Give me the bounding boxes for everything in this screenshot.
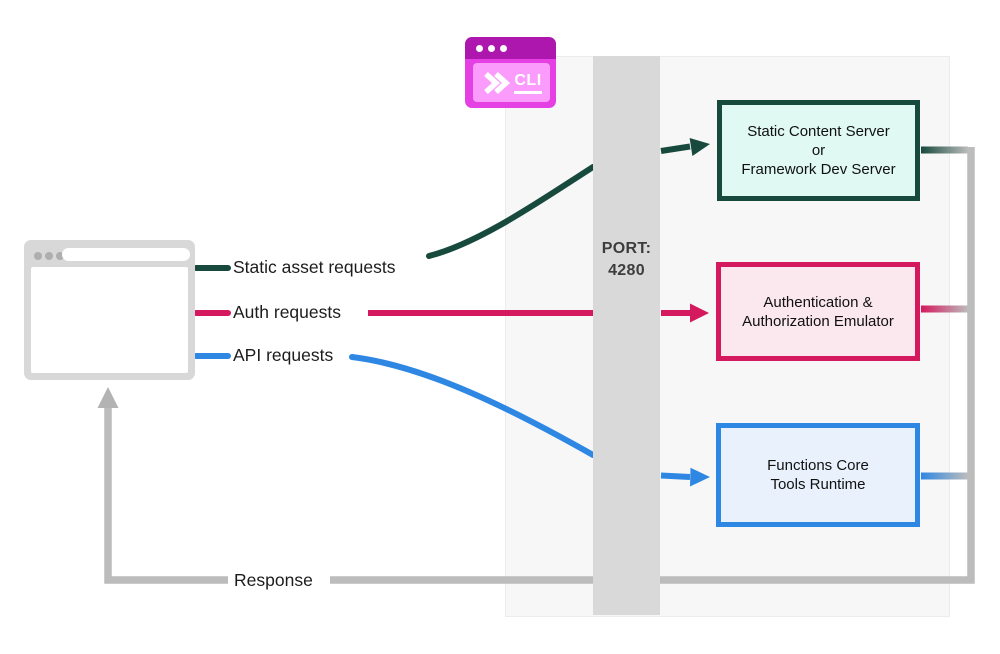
auth-requests-label: Auth requests [233,302,341,323]
response-arrowhead-icon [97,387,119,408]
port-bar: PORT: 4280 [593,56,660,615]
browser-icon [24,240,195,380]
window-dot-icon [56,252,64,260]
auth-arrowhead-icon [690,303,709,323]
auth-emulator-box: Authentication & Authorization Emulator [716,262,920,361]
cli-icon: CLI [465,37,556,108]
static-asset-arrowhead-icon [689,138,710,156]
functions-runtime-line2: Tools Runtime [770,476,866,493]
response-label: Response [234,570,313,591]
auth-emulator-line1: Authentication & [763,293,873,311]
api-requests-label: API requests [233,345,334,366]
port-label-line2: 4280 [608,262,645,279]
window-dot-icon [488,44,495,52]
auth-line [193,303,709,323]
static-asset-line [193,138,710,271]
window-dot-icon [476,44,483,52]
static-content-server-box: Static Content Server or Framework Dev S… [717,100,920,201]
browser-viewport [31,267,188,373]
window-dot-icon [34,252,42,260]
api-line [193,353,710,487]
static-content-server-line1: Static Content Server [747,123,890,140]
window-dot-icon [500,44,507,52]
static-asset-requests-label: Static asset requests [233,257,396,278]
functions-runtime-line1: Functions Core [767,457,869,474]
cli-body: CLI [465,59,556,108]
auth-emulator-line2: Authorization Emulator [742,312,894,330]
address-bar-icon [62,248,190,261]
api-arrowhead-icon [690,467,710,487]
functions-runtime-box: Functions Core Tools Runtime [716,423,920,527]
double-chevron-right-icon [484,71,511,94]
port-label-line1: PORT: [601,240,652,257]
cli-label: CLI [514,72,542,94]
cli-titlebar [465,37,556,59]
static-content-server-line2: or [811,142,826,159]
static-content-server-line3: Framework Dev Server [741,161,896,178]
port-label: PORT: 4280 [593,238,660,282]
response-line [97,147,975,584]
window-dot-icon [45,252,53,260]
cli-terminal-panel: CLI [473,63,550,102]
